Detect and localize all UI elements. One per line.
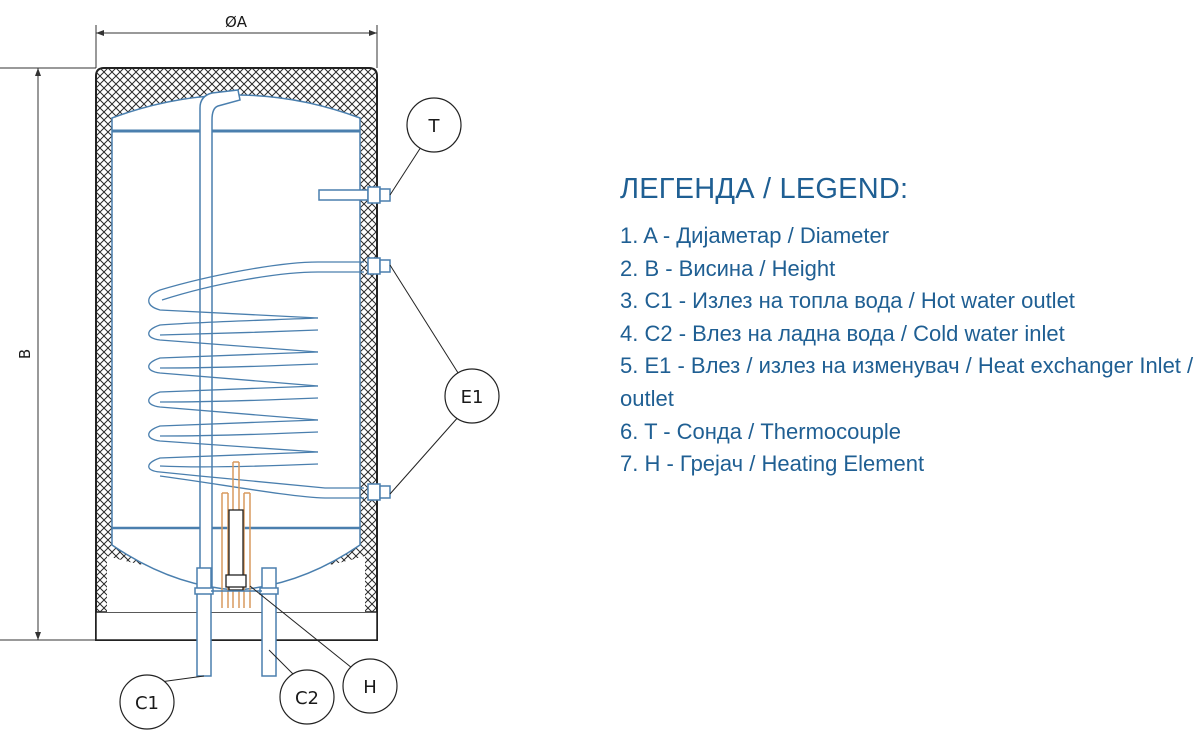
legend-item-thermocouple: 6. T - Сонда / Thermocouple	[620, 418, 901, 444]
callout-heat-exchanger: E1	[444, 368, 500, 424]
diameter-dimension	[95, 25, 378, 68]
hot-water-pipe	[199, 89, 241, 590]
side-connections	[318, 186, 391, 501]
svg-text:C1: C1	[135, 693, 159, 714]
height-label: B	[16, 349, 34, 359]
leader-lines	[159, 146, 461, 683]
legend-item-heat-exchanger: 5. E1 - Влез / излез на изменувач / Heat…	[620, 353, 1194, 411]
legend-title: ЛЕГЕНДА / LEGEND:	[620, 173, 909, 205]
svg-text:H: H	[363, 677, 377, 698]
legend-item-cold-water-inlet: 4. C2 - Влез на ладна вода / Cold water …	[620, 320, 1065, 346]
tank-base	[95, 611, 378, 641]
heat-exchanger-coil	[148, 261, 364, 499]
svg-text:E1: E1	[461, 387, 484, 408]
svg-text:T: T	[428, 116, 441, 137]
legend-item-heating-element: 7. H - Грејач / Heating Element	[620, 451, 925, 477]
bottom-connections	[194, 567, 279, 677]
svg-text:C2: C2	[295, 688, 319, 709]
height-dimension	[0, 67, 96, 641]
legend-list: 1. A - Дијаметар / Diameter 2. B - Висин…	[620, 220, 1195, 481]
callout-heating-element: H	[342, 658, 398, 714]
legend-item-diameter: 1. A - Дијаметар / Diameter	[620, 223, 890, 248]
legend: ЛЕГЕНДА / LEGEND: 1. A - Дијаметар / Dia…	[620, 170, 1195, 481]
callout-cold-water-inlet: C2	[279, 669, 335, 725]
heater-flange	[225, 509, 247, 591]
callout-thermocouple: T	[406, 97, 462, 153]
callout-hot-water-outlet: C1	[119, 674, 175, 730]
legend-item-hot-water-outlet: 3. C1 - Излез на топла вода / Hot water …	[620, 288, 1075, 314]
diameter-label: ØA	[225, 13, 248, 31]
legend-item-height: 2. B - Висина / Height	[620, 255, 836, 281]
